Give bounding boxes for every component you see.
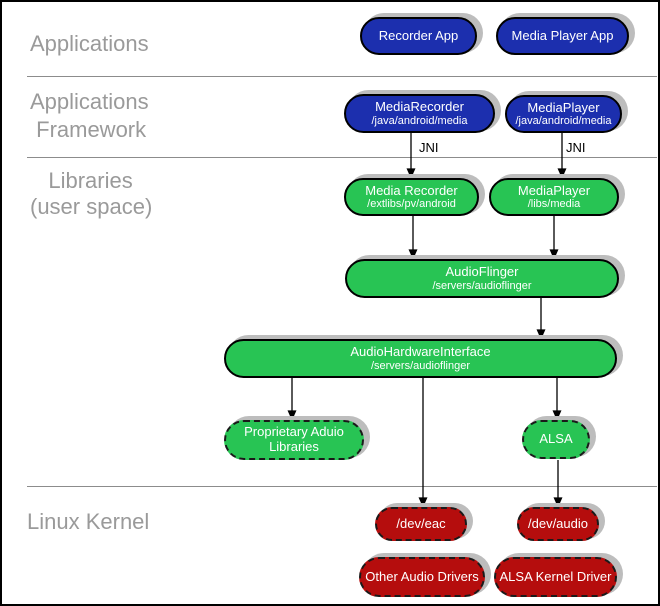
node-mediaplayer-framework: MediaPlayer /java/android/media (505, 95, 622, 133)
section-divider (27, 486, 657, 487)
node-mediarecorder-framework: MediaRecorder /java/android/media (344, 94, 495, 133)
section-label-linux-kernel: Linux Kernel (27, 509, 150, 534)
node-media-player-app: Media Player App (496, 17, 629, 55)
node-title: AudioHardwareInterface (350, 344, 491, 360)
node-alsa-kernel-driver: ALSA Kernel Driver (494, 557, 617, 597)
node-audiohardwareinterface: AudioHardwareInterface /servers/audiofli… (224, 339, 617, 378)
node-title: ALSA (539, 431, 573, 447)
node-title: Other Audio Drivers (365, 568, 479, 584)
node-mediaplayer-lib: MediaPlayer /libs/media (489, 178, 619, 216)
node-title: Media Recorder (365, 182, 458, 198)
node-title: Proprietary Aduio Libraries (244, 424, 344, 454)
node-recorder-app: Recorder App (360, 17, 477, 55)
node-title: MediaPlayer (517, 182, 591, 198)
arrowhead (557, 168, 567, 179)
node-audioflinger: AudioFlinger /servers/audioflinger (345, 259, 619, 298)
section-label-applications-framework: Applications Framework (30, 89, 149, 142)
node-other-audio-drivers: Other Audio Drivers (359, 557, 485, 597)
node-media-recorder-lib: Media Recorder /extlibs/pv/android (344, 178, 479, 216)
node-subtitle: /servers/audioflinger (432, 279, 532, 292)
arrowhead (552, 410, 562, 421)
node-subtitle: /libs/media (527, 198, 581, 211)
arrowhead (406, 168, 416, 179)
section-label-libraries-user-space: Libraries (user space) (30, 168, 153, 219)
section-label-applications: Applications (30, 31, 149, 56)
node-title: MediaPlayer (527, 99, 600, 115)
node-proprietary-audio-libraries: Proprietary Aduio Libraries (224, 420, 364, 460)
arrowhead (549, 249, 559, 260)
arrowhead (287, 410, 297, 421)
node-title: AudioFlinger (445, 264, 519, 280)
node-title: ALSA Kernel Driver (499, 568, 612, 584)
node-subtitle: /java/android/media (515, 115, 612, 128)
node-title: /dev/audio (528, 515, 588, 531)
jni-label-right: JNI (566, 140, 586, 155)
node-subtitle: /java/android/media (371, 114, 468, 127)
node-dev-eac: /dev/eac (375, 507, 467, 541)
node-subtitle: /extlibs/pv/android (367, 198, 456, 211)
node-title: /dev/eac (396, 515, 446, 531)
node-dev-audio: /dev/audio (517, 507, 599, 541)
jni-label-left: JNI (419, 140, 439, 155)
arrowhead (536, 329, 546, 340)
arrowhead (418, 497, 428, 508)
node-subtitle: /servers/audioflinger (370, 359, 471, 372)
arrowhead (553, 497, 563, 508)
node-title: MediaRecorder (375, 99, 464, 115)
section-divider (27, 76, 657, 77)
node-title: Recorder App (378, 27, 459, 43)
arrowhead (408, 249, 418, 260)
node-alsa: ALSA (522, 420, 590, 459)
node-title: Media Player App (511, 27, 614, 43)
section-divider (27, 157, 657, 158)
